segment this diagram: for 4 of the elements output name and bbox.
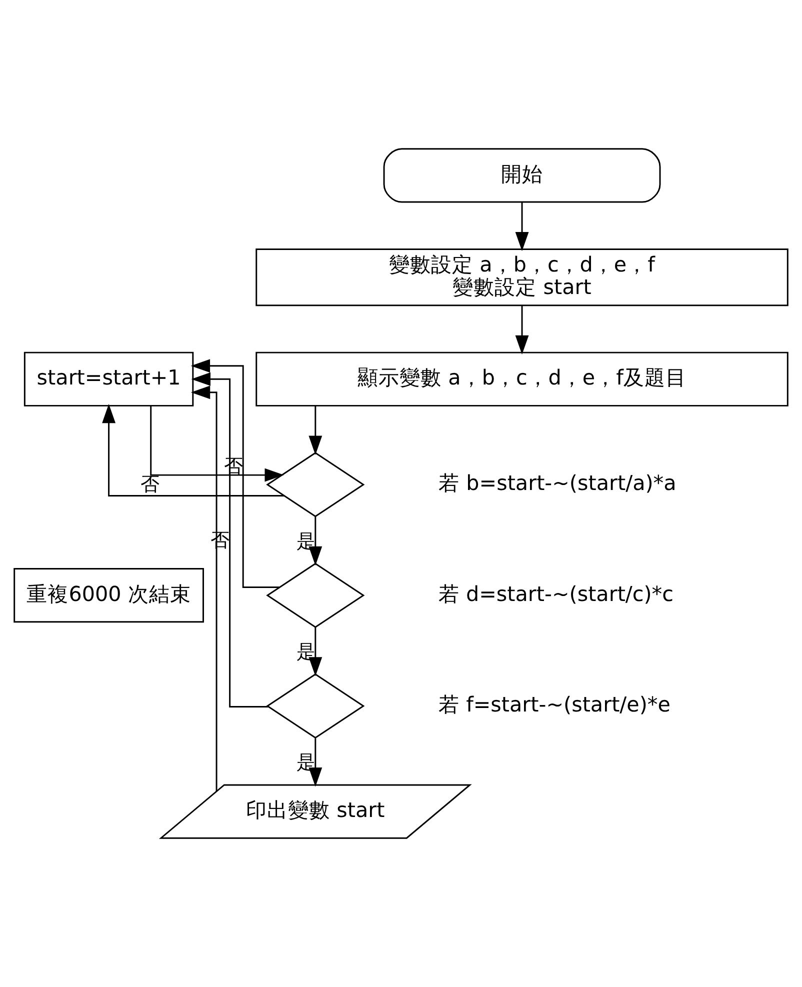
edge-label: 否 bbox=[140, 472, 160, 496]
node-label: 若 b=start-~(start/a)*a bbox=[438, 471, 676, 496]
node-label: 若 f=start-~(start/e)*e bbox=[438, 692, 670, 716]
node-label: 若 d=start-~(start/c)*c bbox=[438, 582, 674, 606]
